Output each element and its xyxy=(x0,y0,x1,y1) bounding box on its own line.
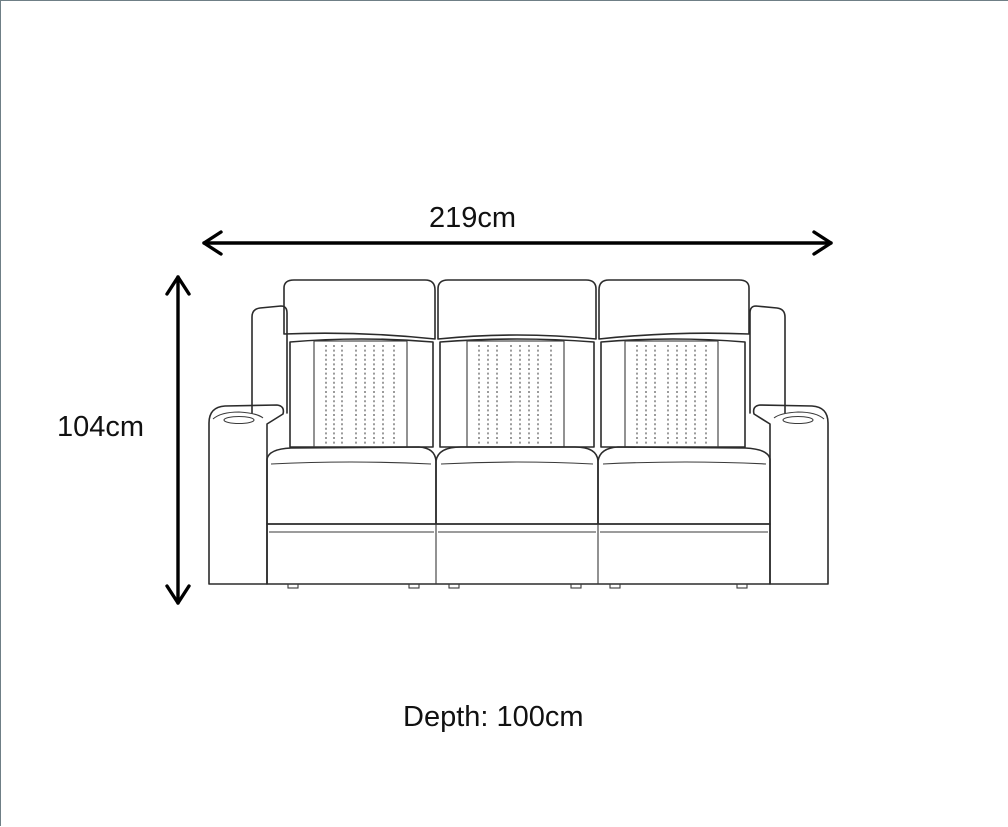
height-arrow-icon xyxy=(165,275,191,605)
back-cushions xyxy=(289,338,746,448)
headrests xyxy=(283,279,750,340)
sofa-icon xyxy=(208,279,829,589)
height-dimension-label: 104cm xyxy=(57,411,145,443)
depth-dimension-label: Depth: 100cm xyxy=(403,701,584,733)
seat-cushions xyxy=(266,446,771,525)
width-dimension-label: 219cm xyxy=(429,202,517,234)
right-armrest xyxy=(749,305,829,585)
width-arrow-icon xyxy=(202,230,833,256)
left-armrest xyxy=(208,305,288,585)
footrest-base xyxy=(266,523,771,589)
